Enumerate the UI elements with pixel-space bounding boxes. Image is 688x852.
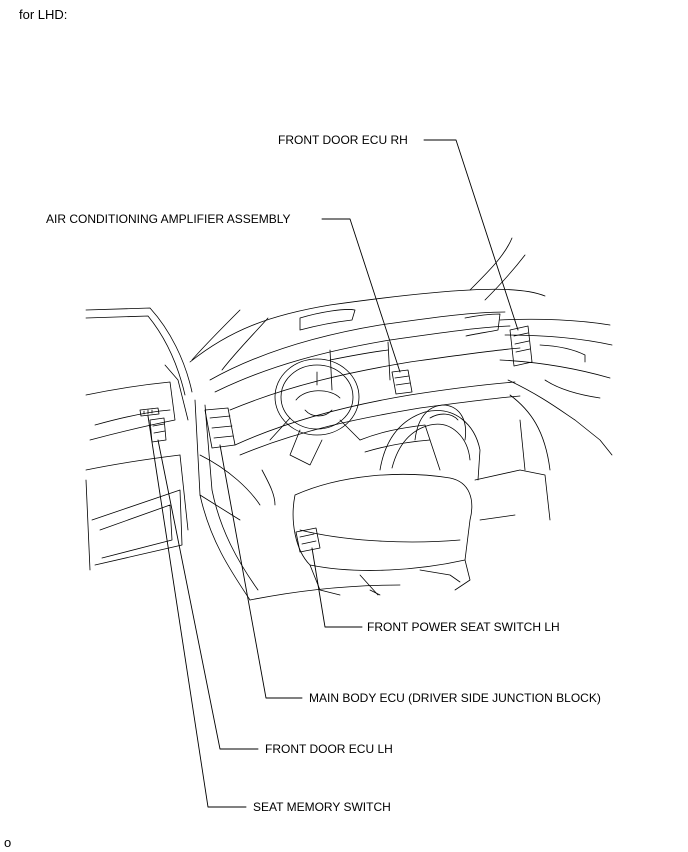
header-text: for LHD:: [19, 7, 68, 22]
air-conditioning-amplifier-part: [391, 369, 413, 395]
leader-front-door-ecu-lh: [157, 439, 259, 750]
leader-seat-memory-switch: [147, 415, 247, 808]
front-door-ecu-rh-part: [509, 325, 533, 367]
label-front-door-ecu-rh: FRONT DOOR ECU RH: [278, 133, 408, 147]
car-interior-drawing: [85, 237, 613, 601]
label-main-body-ecu: MAIN BODY ECU (DRIVER SIDE JUNCTION BLOC…: [309, 691, 601, 705]
leader-main-body-ecu: [219, 444, 303, 699]
leader-lines: [147, 139, 519, 808]
leader-front-door-ecu-rh: [423, 139, 519, 331]
label-front-power-seat-switch-lh: FRONT POWER SEAT SWITCH LH: [367, 620, 560, 634]
main-body-ecu-part: [204, 407, 236, 449]
leader-air-conditioning-amplifier: [321, 218, 401, 373]
leader-front-power-seat-switch-lh: [311, 547, 363, 628]
footer-code: o: [4, 835, 12, 850]
front-door-ecu-lh-part: [149, 417, 167, 443]
front-power-seat-switch-lh-part: [295, 527, 321, 553]
label-seat-memory-switch: SEAT MEMORY SWITCH: [253, 800, 391, 814]
seat-memory-switch-part: [139, 407, 160, 417]
label-air-conditioning-amplifier: AIR CONDITIONING AMPLIFIER ASSEMBLY: [46, 212, 291, 226]
label-front-door-ecu-lh: FRONT DOOR ECU LH: [265, 742, 393, 756]
